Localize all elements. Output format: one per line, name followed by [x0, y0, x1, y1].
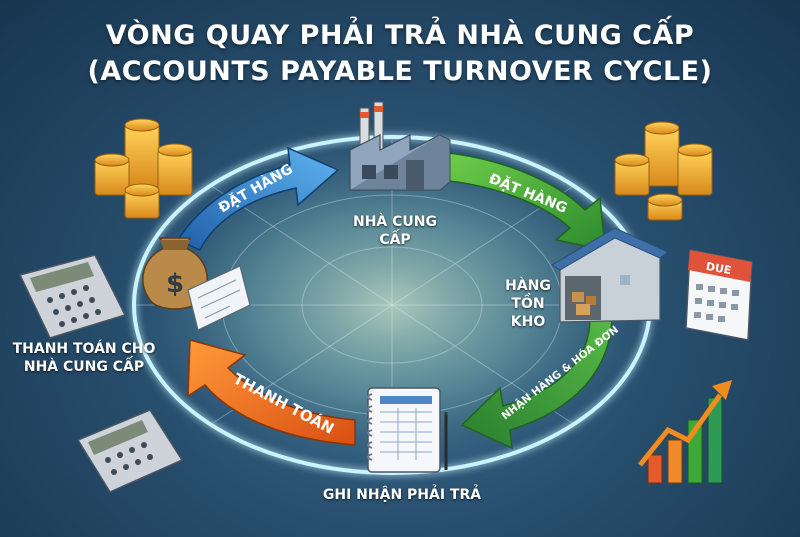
growth-chart-icon [638, 380, 732, 484]
calculator-icon [18, 254, 127, 339]
label-inventory-line-3: KHO [510, 314, 546, 330]
label-pay-supplier-line-1: THANH TOÁN CHO [12, 341, 156, 357]
label-supplier: NHÀ CUNG CẤP [353, 214, 437, 248]
money-bag-symbol: $ [166, 269, 184, 299]
label-pay-supplier: THANH TOÁN CHO NHÀ CUNG CẤP [4, 340, 164, 376]
title-line-2: (ACCOUNTS PAYABLE TURNOVER CYCLE) [87, 56, 713, 87]
label-inventory-line-1: HÀNG [505, 278, 551, 294]
cheque-icon [187, 265, 251, 331]
label-inventory-line-2: TỒN [511, 296, 545, 312]
coin-stacks-right-icon [614, 121, 713, 221]
floor-disc [134, 137, 650, 473]
calculator-small-icon [76, 409, 184, 493]
ledger-notebook-icon [367, 387, 448, 473]
label-inventory: HÀNG TỒN KHO [505, 277, 551, 331]
label-pay-supplier-line-2: NHÀ CUNG CẤP [23, 359, 145, 375]
warehouse-icon [551, 227, 669, 323]
calendar-due-icon: DUE [685, 249, 753, 341]
calendar-badge-text: DUE [705, 260, 732, 277]
title-line-1: VÒNG QUAY PHẢI TRẢ NHÀ CUNG CẤP [105, 20, 695, 51]
coin-stacks-left-icon [94, 118, 193, 219]
label-record-payable: GHI NHẬN PHẢI TRẢ [322, 487, 482, 503]
factory-icon [349, 101, 451, 191]
